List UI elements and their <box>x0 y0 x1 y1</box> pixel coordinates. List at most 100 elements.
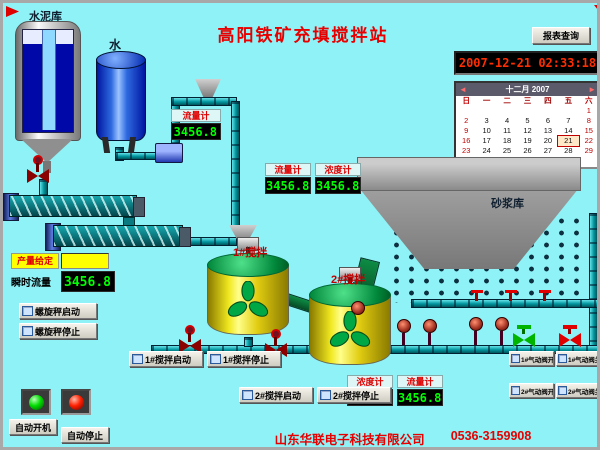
calendar-day[interactable]: 23 <box>462 146 471 155</box>
run-indicator-light <box>21 389 51 415</box>
calendar-day-header: 一 <box>482 96 491 105</box>
button-label: 自动停止 <box>66 430 103 441</box>
screen-icon <box>210 354 221 364</box>
calendar-day[interactable]: 6 <box>545 116 550 125</box>
screw-conveyor-2 <box>53 225 183 247</box>
flow-meter-display: 3456.8 <box>265 177 311 194</box>
screen-icon <box>320 390 331 400</box>
auto-stop-button[interactable]: 自动停止 <box>61 427 109 443</box>
corner-mark-icon <box>594 5 597 15</box>
calendar-header: ◄ 十二月 2007 ► <box>456 83 597 96</box>
valve2-open-button[interactable]: 2#气动阀开 <box>509 383 554 398</box>
calendar-day[interactable]: 13 <box>543 126 553 135</box>
calendar-day[interactable]: 27 <box>543 146 553 155</box>
valve1-close-button[interactable]: 1#气动阀关 <box>556 351 600 366</box>
manual-valve[interactable] <box>471 290 483 301</box>
stop-indicator-light <box>61 389 91 415</box>
calendar-day[interactable]: 3 <box>484 116 489 125</box>
screw-scale-stop-button[interactable]: 螺旋秤停止 <box>19 323 97 339</box>
calendar-empty-cell <box>558 106 578 116</box>
instant-flow-label: 瞬时流量 <box>11 278 51 289</box>
calendar-day[interactable]: 11 <box>503 126 511 135</box>
mixer2-start-button[interactable]: 2#搅拌启动 <box>239 387 313 403</box>
production-setpoint-input[interactable] <box>61 253 109 269</box>
mixer2-stop-button[interactable]: 2#搅拌停止 <box>317 387 391 403</box>
report-query-button[interactable]: 报表查询 <box>532 27 590 44</box>
screen-icon <box>22 306 33 316</box>
calendar-day-header: 四 <box>544 96 552 105</box>
pipe-segment <box>244 337 253 347</box>
setpoint-label: 产量给定 <box>11 253 59 269</box>
calendar-day[interactable]: 24 <box>482 146 491 155</box>
discharge-valve-1[interactable] <box>179 325 201 355</box>
calendar-day[interactable]: 4 <box>504 116 510 125</box>
manual-valve[interactable] <box>505 290 517 301</box>
calendar-day-header: 三 <box>523 96 532 105</box>
calendar-day[interactable]: 12 <box>523 126 532 135</box>
report-query-label: 报表查询 <box>542 31 579 41</box>
conveyor1-endcap <box>133 197 145 217</box>
pipe-segment <box>185 237 237 246</box>
button-label: 2#搅拌启动 <box>255 390 302 401</box>
calendar-prev-icon[interactable]: ◄ <box>459 85 467 94</box>
calendar-day[interactable]: 15 <box>584 126 593 135</box>
calendar-day[interactable]: 21 <box>557 135 580 147</box>
screw-scale-start-button[interactable]: 螺旋秤启动 <box>19 303 97 319</box>
button-label: 2#搅拌停止 <box>333 390 380 401</box>
pneumatic-valve-closed-icon <box>559 325 581 347</box>
impeller-icon <box>227 281 269 317</box>
slurry-silo-label: 砂浆库 <box>491 198 524 210</box>
cement-silo-tank <box>15 21 81 173</box>
calendar-day[interactable]: 7 <box>566 116 571 125</box>
flow-meter-label: 流量计 <box>171 109 221 122</box>
pipe-segment <box>411 299 597 308</box>
calendar-day[interactable]: 20 <box>543 136 553 145</box>
app-icon <box>6 6 19 17</box>
mixer1-stop-button[interactable]: 1#搅拌停止 <box>207 351 281 367</box>
screen-icon <box>511 354 520 363</box>
calendar-day[interactable]: 5 <box>525 116 530 125</box>
calendar-empty-cell <box>456 106 476 116</box>
datetime-display: 2007-12-21 02:33:18 <box>454 51 597 75</box>
valve1-open-button[interactable]: 1#气动阀开 <box>509 351 554 366</box>
screw-conveyor-1 <box>9 195 137 217</box>
button-label: 螺旋秤停止 <box>35 326 81 337</box>
calendar-title: 十二月 2007 <box>505 85 550 94</box>
auto-start-button[interactable]: 自动开机 <box>9 419 57 435</box>
calendar-empty-cell <box>579 156 597 166</box>
instant-flow-display: 3456.8 <box>61 271 115 292</box>
calendar-day[interactable]: 16 <box>462 136 471 145</box>
pressure-gauge <box>397 319 411 345</box>
feed-hopper <box>195 79 221 97</box>
calendar-day[interactable]: 29 <box>584 146 593 155</box>
button-label: 螺旋秤启动 <box>35 306 81 317</box>
discharge-valve-2[interactable] <box>265 329 287 359</box>
calendar-day[interactable]: 14 <box>564 126 573 135</box>
calendar-day[interactable]: 26 <box>523 146 532 155</box>
calendar-day[interactable]: 10 <box>482 126 491 135</box>
valve2-close-button[interactable]: 2#气动阀关 <box>556 383 597 398</box>
manual-valve[interactable] <box>539 290 551 301</box>
calendar-day[interactable]: 22 <box>584 136 593 145</box>
calendar-next-icon[interactable]: ► <box>588 85 596 94</box>
water-pump <box>155 143 183 163</box>
calendar-day[interactable]: 17 <box>482 136 491 145</box>
calendar-day[interactable]: 25 <box>502 146 512 155</box>
conveyor2-endcap <box>179 227 191 247</box>
calendar-day[interactable]: 19 <box>523 136 532 145</box>
company-phone: 0536-3159908 <box>450 429 532 443</box>
cement-outlet-valve[interactable] <box>27 155 49 183</box>
calendar-day[interactable]: 2 <box>464 116 469 125</box>
calendar-day[interactable]: 9 <box>464 126 469 135</box>
calendar-day[interactable]: 28 <box>564 146 573 155</box>
calendar-day[interactable]: 8 <box>586 116 591 125</box>
density-meter-display: 3456.8 <box>315 177 361 194</box>
cement-silo-label: 水泥库 <box>29 11 62 23</box>
mixer1-start-button[interactable]: 1#搅拌启动 <box>129 351 203 367</box>
calendar-day[interactable]: 1 <box>586 106 591 115</box>
button-label: 1#气动阀关 <box>568 356 600 364</box>
screen-icon <box>558 354 567 363</box>
calendar-day[interactable]: 18 <box>502 136 512 145</box>
